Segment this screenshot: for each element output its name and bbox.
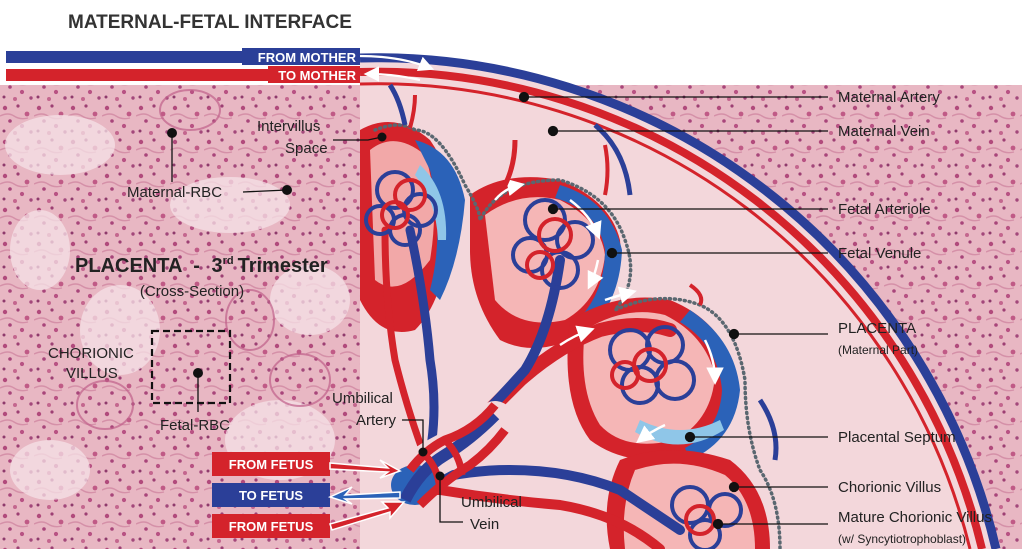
from-fetus-top-label: FROM FETUS xyxy=(229,457,314,472)
maternal-artery-label: Maternal Artery xyxy=(838,89,940,106)
umbilical-vein-marker xyxy=(436,472,445,481)
cross-section-label: (Cross-Section) xyxy=(140,283,244,300)
from-mother-bar: FROM MOTHER xyxy=(6,48,360,65)
maternal-part-label: (Maternal Part) xyxy=(838,343,918,357)
placenta-label: PLACENTA xyxy=(838,320,916,337)
villus-label: VILLUS xyxy=(66,365,118,382)
intervillus-label-1: Intervillus xyxy=(257,118,320,135)
umbilical-artery-label-2: Artery xyxy=(356,412,397,429)
to-mother-bar: TO MOTHER xyxy=(6,66,360,83)
intervillus-label-2: Space xyxy=(285,140,328,157)
syncytiotrophoblast-label: (w/ Syncytiotrophoblast) xyxy=(838,532,966,546)
from-fetus-bottom-label: FROM FETUS xyxy=(229,519,314,534)
intervillus-marker xyxy=(378,133,387,142)
fetal-arteriole-label: Fetal Arteriole xyxy=(838,201,931,218)
umbilical-vein-label-1: Umbilical xyxy=(461,494,522,511)
to-mother-label: TO MOTHER xyxy=(278,68,356,83)
umbilical-artery-label-1: Umbilical xyxy=(332,390,393,407)
trimester-number: 3 xyxy=(211,255,222,277)
mature-chorionic-villus-label: Mature Chorionic Villus xyxy=(838,509,992,526)
placenta-heading: PLACENTA - 3rd Trimester xyxy=(75,255,328,277)
trimester-word: Trimester xyxy=(238,255,328,277)
chorionic-label: CHORIONIC xyxy=(48,345,134,362)
trimester-ordinal: rd xyxy=(223,255,234,267)
umbilical-artery-marker xyxy=(419,448,428,457)
maternal-rbc-label: Maternal-RBC xyxy=(127,184,222,201)
chorionic-villus-label: Chorionic Villus xyxy=(838,479,941,496)
placenta-title: PLACENTA xyxy=(75,255,182,277)
to-fetus-label: TO FETUS xyxy=(239,488,303,503)
maternal-vein-label: Maternal Vein xyxy=(838,123,930,140)
placenta-dash: - xyxy=(193,255,200,277)
fetal-venule-label: Fetal Venule xyxy=(838,245,921,262)
svg-text:PLACENTA - 3rd: PLACENTA - 3rd Trimester xyxy=(75,255,328,277)
fetal-rbc-label: Fetal-RBC xyxy=(160,417,230,434)
placental-septum-label: Placental Septum xyxy=(838,429,956,446)
page-title: MATERNAL-FETAL INTERFACE xyxy=(68,12,352,33)
umbilical-vein-label-2: Vein xyxy=(470,516,499,533)
from-mother-label: FROM MOTHER xyxy=(258,50,357,65)
